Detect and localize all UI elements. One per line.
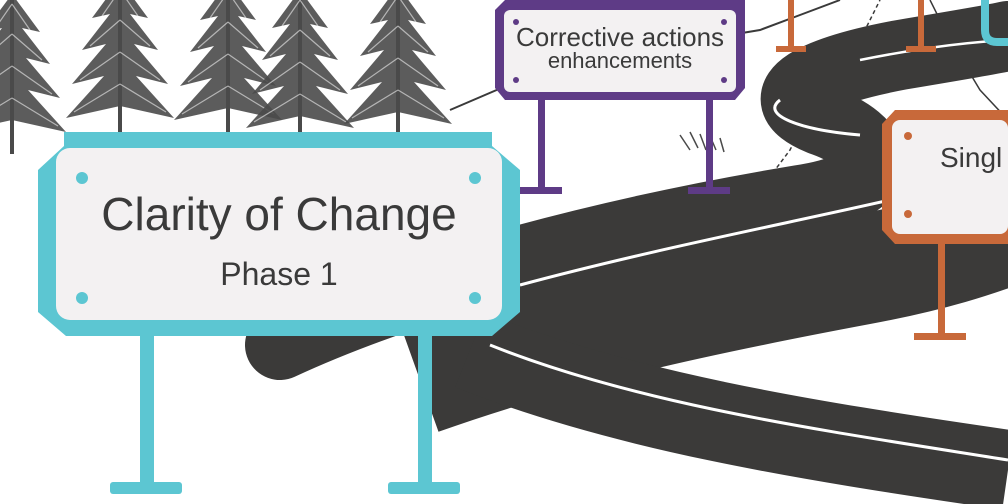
pine-tree-icon	[0, 0, 67, 155]
main-sign-subtitle: Phase 1	[220, 256, 337, 292]
corrective-line2: enhancements	[548, 48, 692, 73]
corrective-line1: Corrective actions	[516, 22, 724, 52]
sign-corrective-actions: Corrective actions enhancements	[495, 0, 745, 194]
sign-single: Singl	[882, 110, 1008, 340]
single-label: Singl	[940, 142, 1002, 173]
partial-sign-top-right	[776, 0, 1008, 52]
sign-clarity-of-change: Clarity of Change Phase 1	[38, 132, 520, 494]
pine-tree-icon	[65, 0, 175, 141]
main-sign-title: Clarity of Change	[101, 188, 456, 240]
pine-tree-icon	[343, 0, 453, 147]
tree-row	[0, 0, 453, 155]
